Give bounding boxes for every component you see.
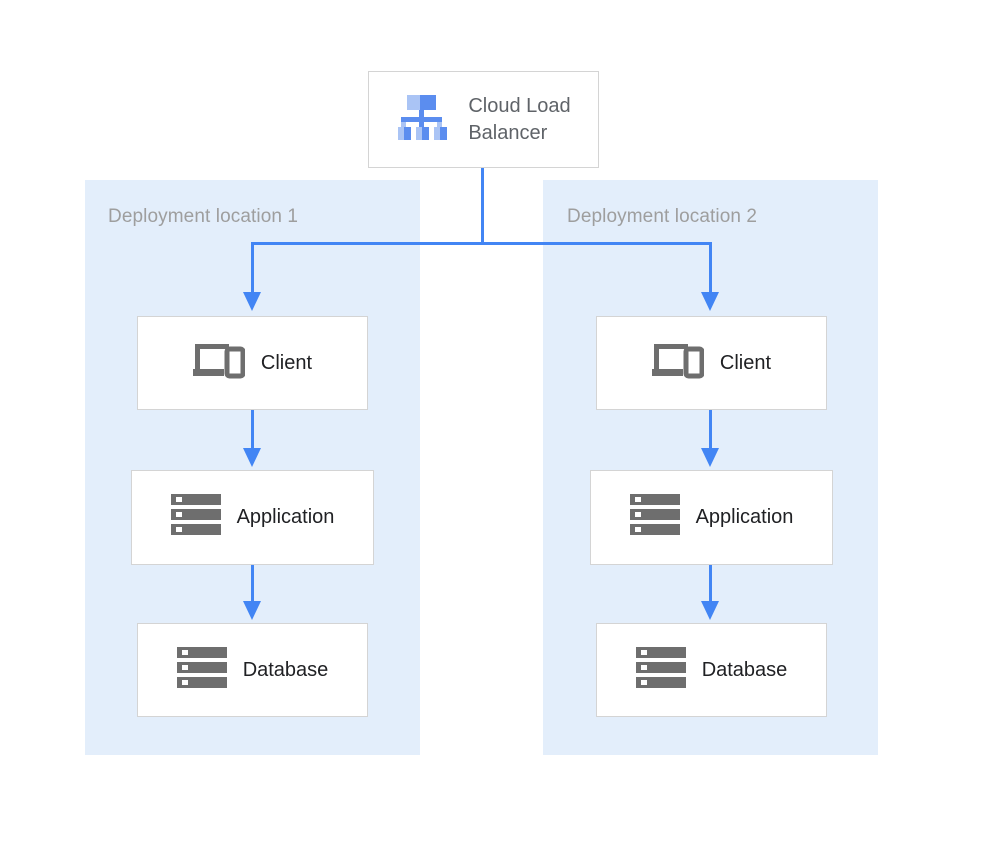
cloud-load-balancer-icon bbox=[396, 89, 452, 150]
server-stack-icon bbox=[635, 645, 686, 696]
arrowhead-to-client-2 bbox=[701, 292, 719, 311]
arrowhead-application-2-to-database-2 bbox=[701, 601, 719, 620]
connector-loadbalancer-stem bbox=[481, 167, 484, 245]
connector-client-1-to-application-1 bbox=[251, 409, 254, 451]
application-node-2-label: Application bbox=[695, 506, 794, 528]
database-node-1-label: Database bbox=[242, 658, 329, 681]
server-stack-icon bbox=[629, 492, 680, 543]
arrowhead-client-1-to-application-1 bbox=[243, 448, 261, 467]
application-node-2[interactable]: Application bbox=[590, 470, 833, 565]
connector-distribution-bar bbox=[251, 242, 712, 245]
database-node-2[interactable]: Database bbox=[596, 623, 827, 717]
client-node-1-label: Client bbox=[260, 351, 313, 374]
deployment-zone-1-label: Deployment location 1 bbox=[108, 206, 299, 227]
server-stack-icon bbox=[176, 645, 227, 696]
arrowhead-to-client-1 bbox=[243, 292, 261, 311]
client-node-1[interactable]: Client bbox=[137, 316, 368, 410]
client-devices-icon bbox=[192, 338, 246, 389]
server-stack-icon bbox=[170, 492, 221, 543]
arrowhead-client-2-to-application-2 bbox=[701, 448, 719, 467]
connector-application-1-to-database-1 bbox=[251, 565, 254, 606]
connector-client-2-to-application-2 bbox=[709, 409, 712, 451]
connector-to-client-2 bbox=[709, 242, 712, 294]
client-node-2-label: Client bbox=[719, 351, 772, 374]
cloud-load-balancer-label: Cloud Load Balancer bbox=[468, 95, 571, 144]
client-node-2[interactable]: Client bbox=[596, 316, 827, 410]
database-node-1[interactable]: Database bbox=[137, 623, 368, 717]
deployment-zone-2-label: Deployment location 2 bbox=[567, 206, 758, 227]
cloud-load-balancer-node[interactable]: Cloud Load Balancer bbox=[368, 71, 599, 168]
application-node-1[interactable]: Application bbox=[131, 470, 374, 565]
client-devices-icon bbox=[651, 338, 705, 389]
connector-application-2-to-database-2 bbox=[709, 565, 712, 606]
database-node-2-label: Database bbox=[701, 658, 788, 681]
arrowhead-application-1-to-database-1 bbox=[243, 601, 261, 620]
application-node-1-label: Application bbox=[236, 506, 335, 528]
connector-to-client-1 bbox=[251, 242, 254, 294]
